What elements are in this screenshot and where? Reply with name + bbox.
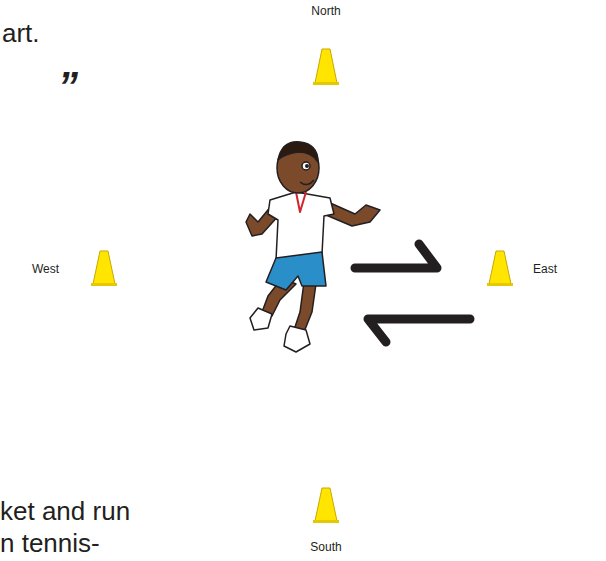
cone-north [313, 49, 339, 85]
compass-label: South [310, 540, 341, 554]
worksheet-text: art. [2, 18, 40, 49]
cone-south [313, 488, 339, 523]
cone-west [91, 251, 117, 286]
compass-label: East [533, 262, 557, 276]
compass-label: West [32, 262, 59, 276]
worksheet-text: ket and run [0, 496, 130, 527]
worksheet-text: ” [58, 62, 78, 110]
running-boy [246, 142, 380, 352]
worksheet-text: n tennis- [0, 528, 100, 559]
compass-label: North [311, 4, 340, 18]
back-and-forth-arrows [355, 244, 470, 342]
cone-east [487, 251, 513, 286]
